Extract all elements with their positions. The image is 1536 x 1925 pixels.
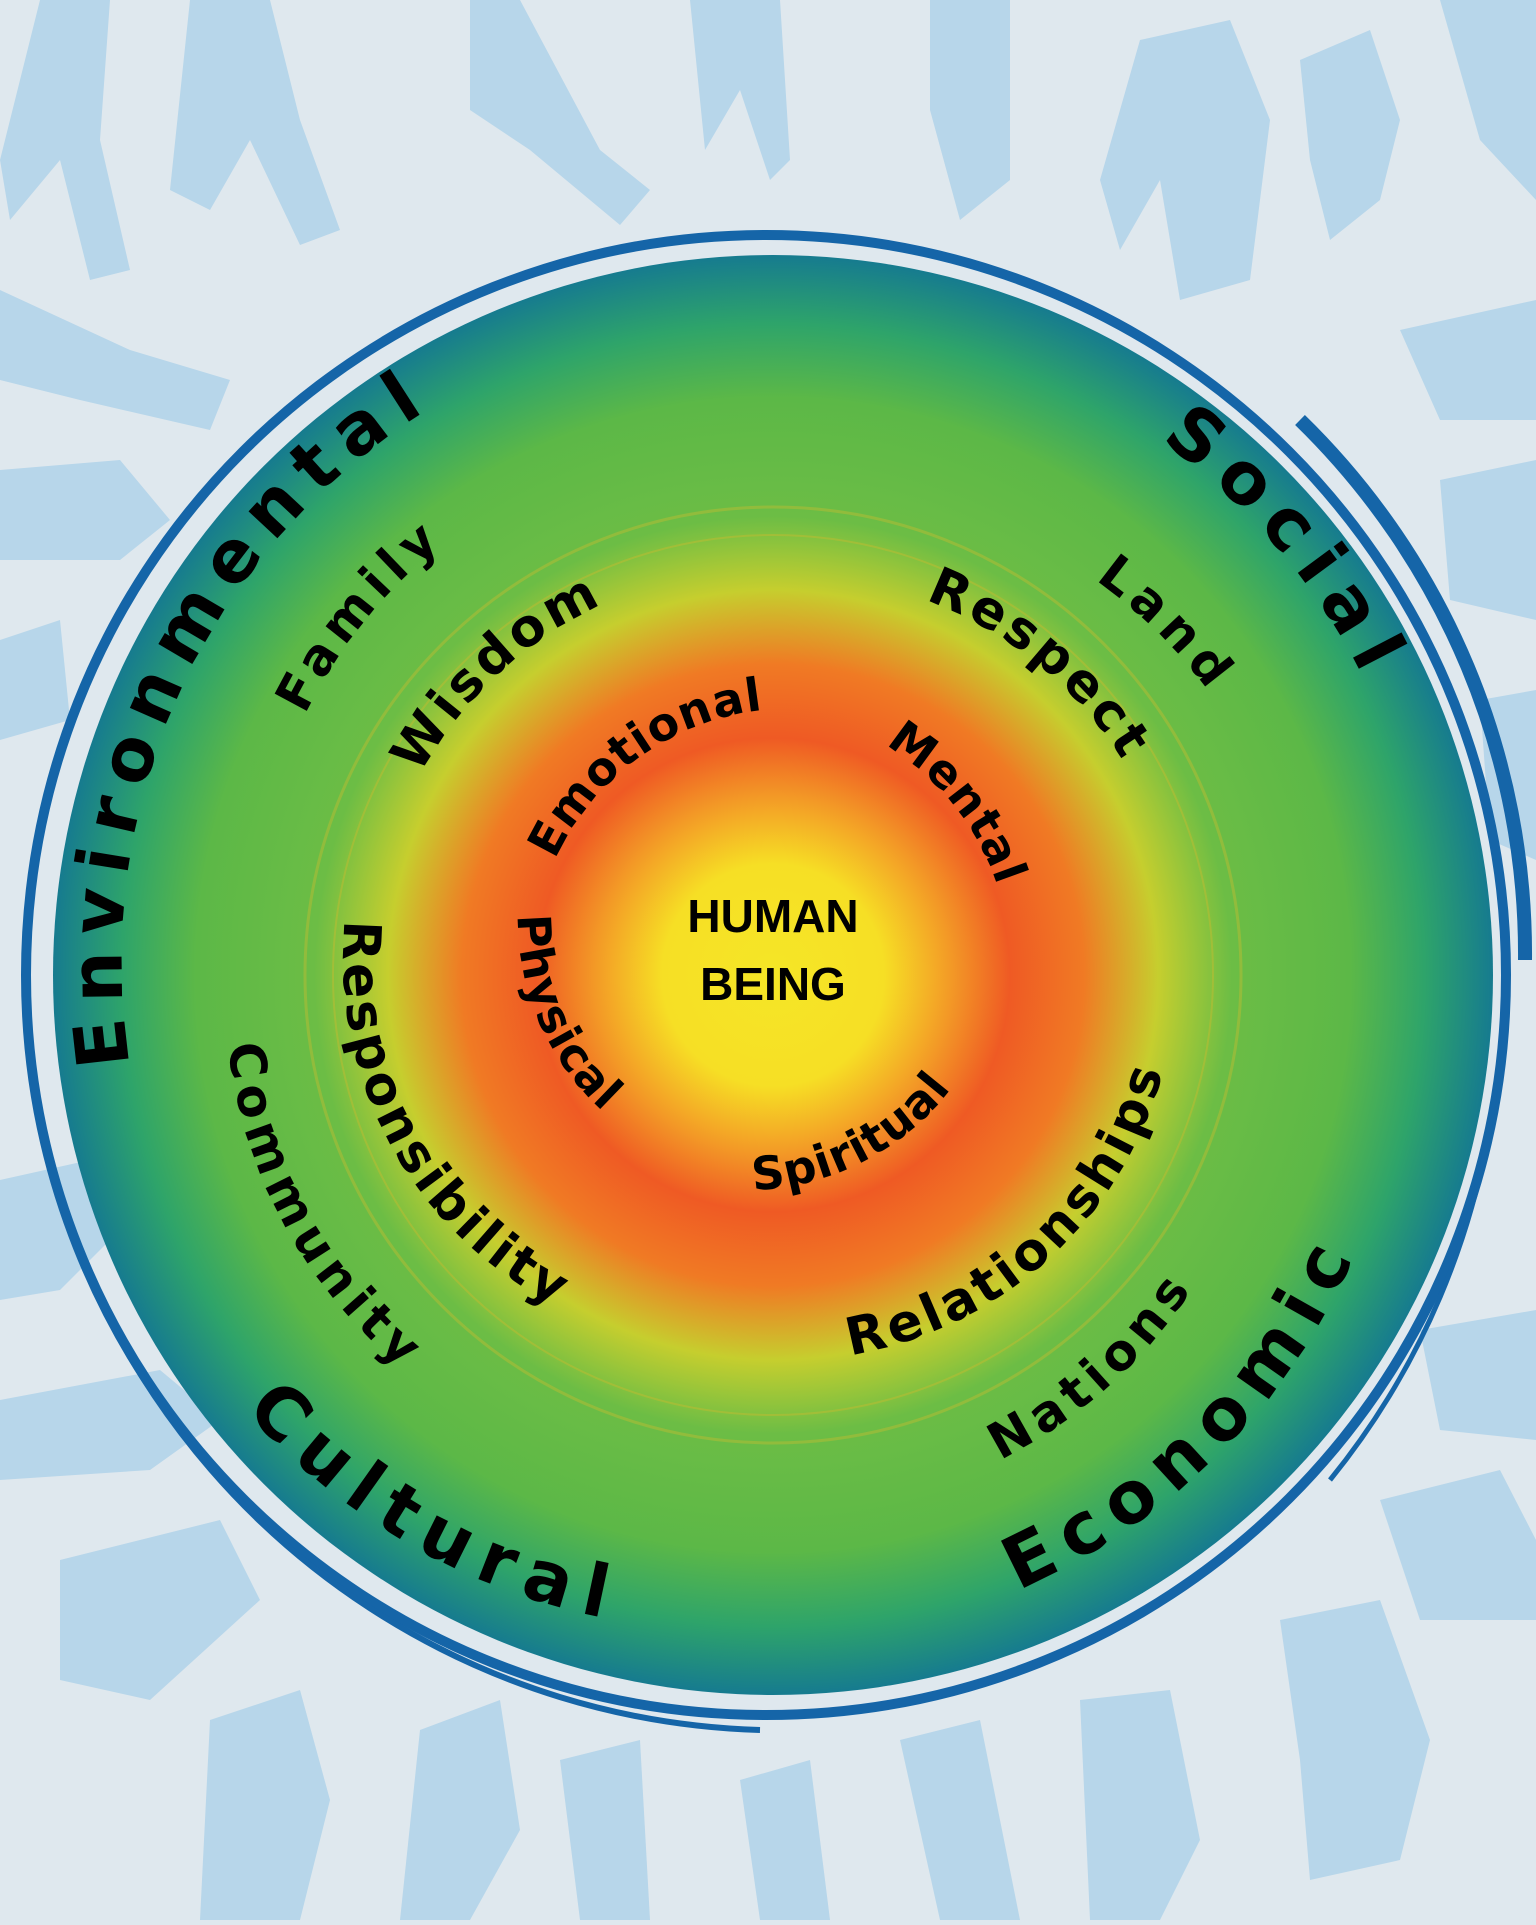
silhouette <box>1280 1600 1430 1880</box>
silhouette <box>1440 460 1536 620</box>
silhouette <box>1400 300 1536 420</box>
silhouette <box>0 290 230 430</box>
silhouette <box>560 1740 650 1920</box>
silhouette <box>900 1720 1020 1920</box>
silhouette <box>200 1690 330 1920</box>
silhouette <box>1080 1690 1200 1920</box>
silhouette <box>400 1700 520 1920</box>
silhouette <box>0 620 70 740</box>
silhouette <box>0 1370 220 1480</box>
silhouette <box>170 0 340 245</box>
silhouette <box>0 0 130 280</box>
silhouette <box>930 0 1010 220</box>
center-line-being: BEING <box>700 958 846 1010</box>
brush-stroke-ring <box>21 230 1533 1733</box>
silhouette <box>1380 1470 1536 1620</box>
silhouette <box>60 1520 260 1700</box>
silhouette <box>690 0 790 180</box>
silhouette <box>1420 1310 1536 1440</box>
silhouette <box>1440 0 1536 200</box>
silhouette <box>740 1760 830 1920</box>
silhouette <box>1300 30 1400 240</box>
silhouette <box>1100 20 1270 300</box>
center-line-human: HUMAN <box>687 890 858 942</box>
gradient-disc <box>53 255 1493 1695</box>
silhouette <box>470 0 650 225</box>
silhouette <box>0 460 170 560</box>
ring-boundaries <box>303 505 1243 1445</box>
